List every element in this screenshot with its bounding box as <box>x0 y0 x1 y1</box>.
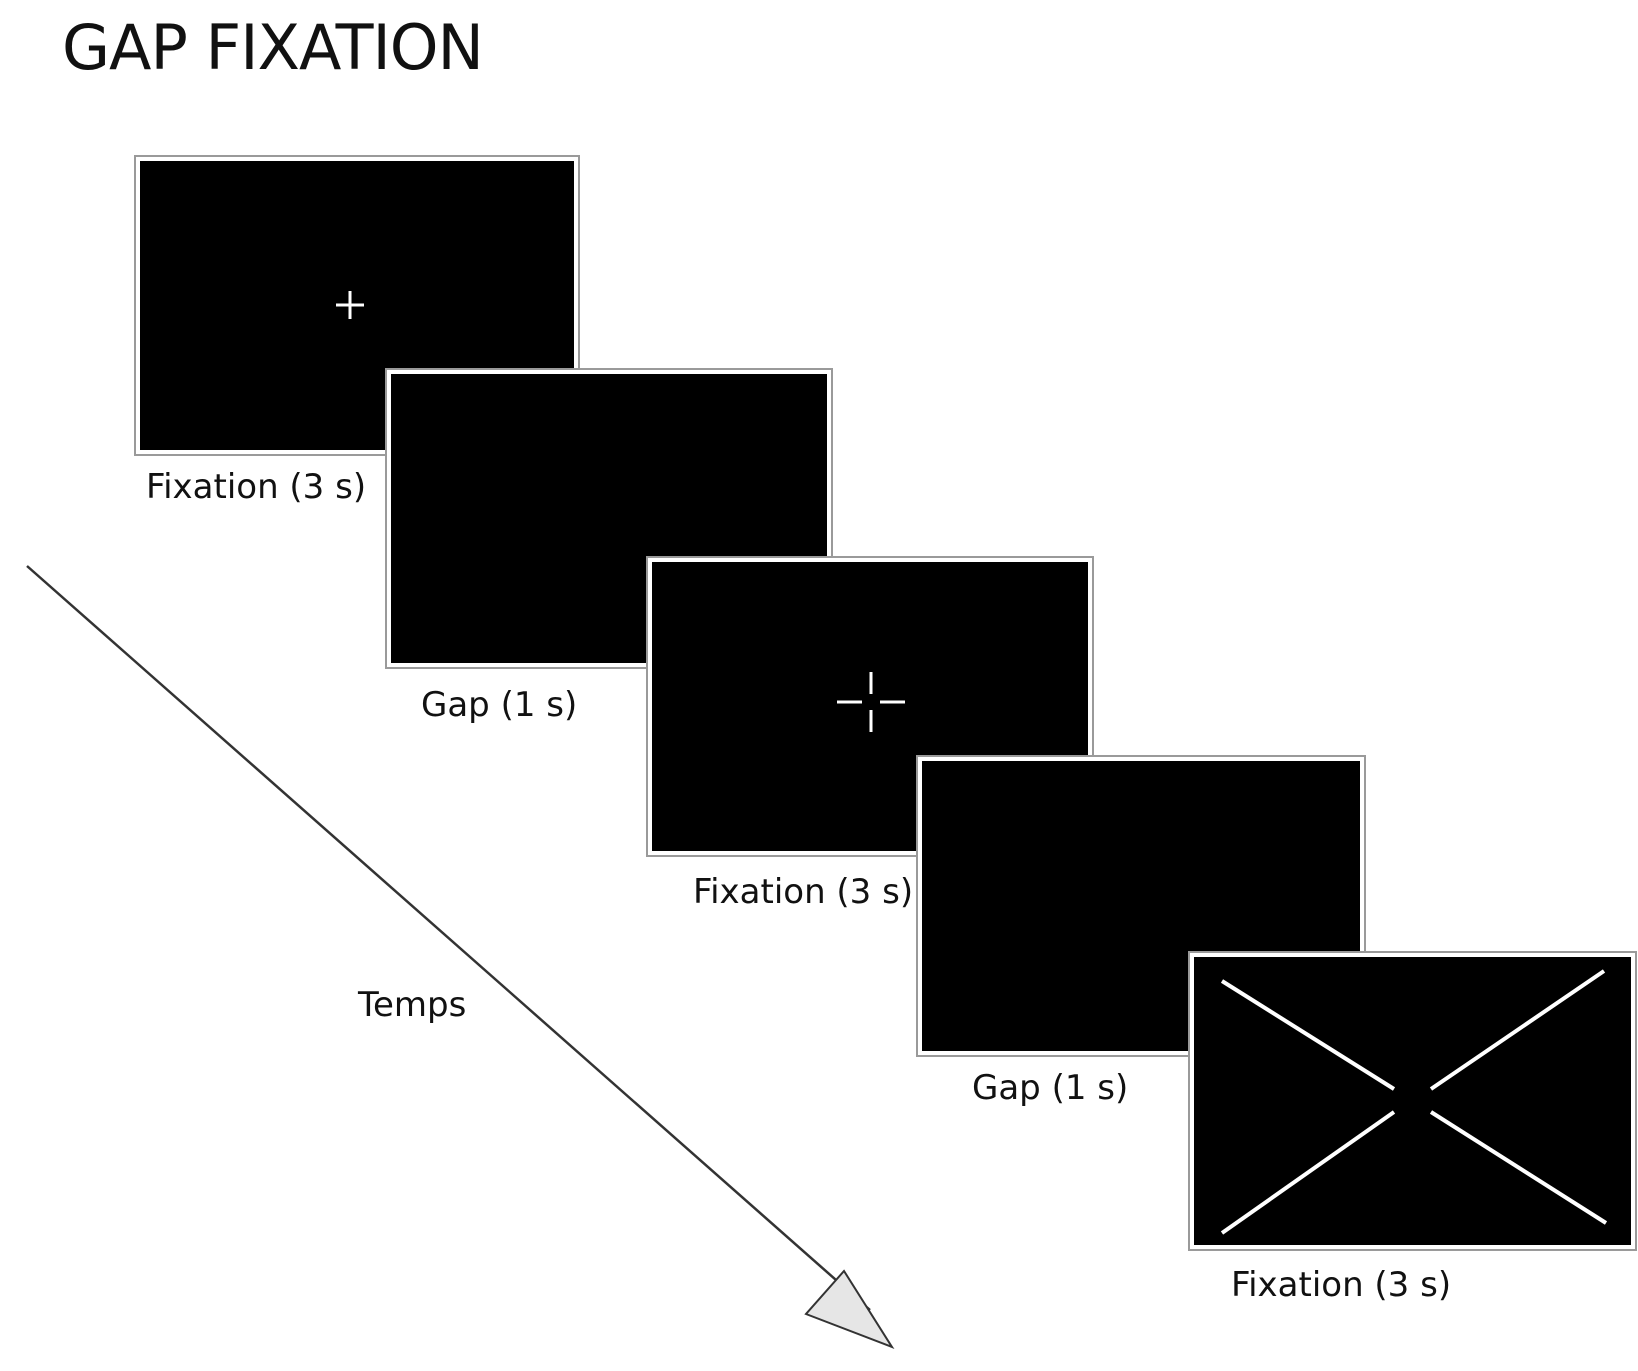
frame-2-caption: Gap (1 s) <box>421 685 578 725</box>
frame-5-caption: Fixation (3 s) <box>1231 1265 1452 1305</box>
cross-icon <box>336 291 364 319</box>
frame-1-caption: Fixation (3 s) <box>146 467 367 507</box>
time-arrow-head-icon <box>804 1269 895 1350</box>
time-axis-label: Temps <box>358 985 467 1025</box>
diagram-title: GAP FIXATION <box>62 11 484 84</box>
frame-3-caption: Fixation (3 s) <box>693 872 914 912</box>
time-arrow-line <box>26 565 871 1311</box>
gapped-cross-icon <box>837 672 905 732</box>
frame-5-screen <box>1190 953 1635 1249</box>
x-lines-icon <box>1220 969 1608 1235</box>
frame-4-screen <box>918 757 1364 1055</box>
frame-4-caption: Gap (1 s) <box>972 1068 1129 1108</box>
